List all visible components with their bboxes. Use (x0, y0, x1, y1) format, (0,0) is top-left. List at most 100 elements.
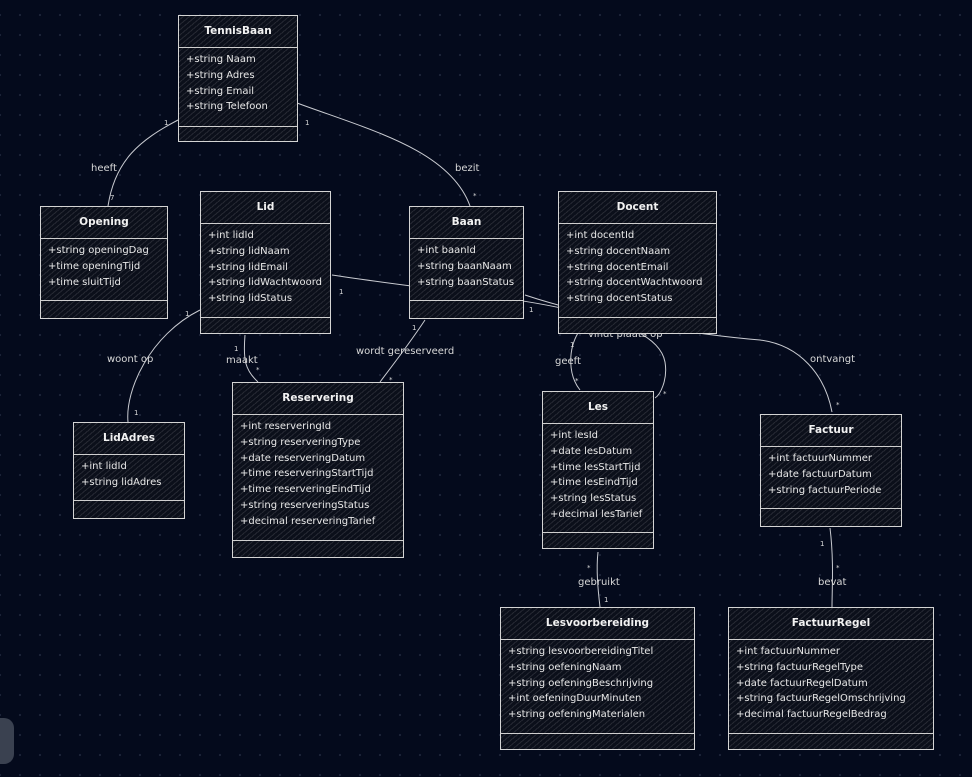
edge-gebruikt-card-from: * (587, 564, 591, 572)
edge-wordt-gereserveerd-label: wordt gereserveerd (356, 346, 454, 357)
attribute: +int lidId (208, 230, 254, 241)
attribute: +string lidEmail (208, 261, 288, 273)
attribute: +string baanStatus (417, 276, 515, 288)
edge-bezit-card-to: * (473, 192, 477, 200)
class-les-title: Les (543, 392, 653, 424)
class-reservering-title: Reservering (233, 383, 403, 415)
edge-ontvangt-label: ontvangt (810, 354, 855, 365)
attribute: +int lidId (81, 461, 127, 472)
class-docent[interactable]: Docent +int docentId +string docentNaam … (558, 191, 717, 334)
attribute: +time lesEindTijd (550, 477, 638, 489)
class-baan[interactable]: Baan +int baanId +string baanNaam +strin… (409, 206, 524, 319)
attribute: +time openingTijd (48, 260, 141, 272)
attribute: +int oefeningDuurMinuten (508, 693, 642, 705)
edge-maakt-card-to: * (256, 366, 260, 374)
attribute: +string docentWachtwoord (566, 277, 703, 289)
attribute: +date factuurRegelDatum (736, 677, 868, 689)
side-panel-handle[interactable] (0, 718, 14, 764)
class-lid-title: Lid (201, 192, 330, 224)
class-lesvoorbereiding[interactable]: Lesvoorbereiding +string lesvoorbereidin… (500, 607, 695, 750)
attribute: +time lesStartTijd (550, 461, 641, 473)
attribute: +string lidStatus (208, 293, 293, 305)
attribute: +string docentEmail (566, 261, 669, 273)
edge-bevat-card-from: 1 (820, 540, 824, 548)
attribute: +string oefeningMaterialen (508, 709, 646, 721)
edge-vindt-plaats-op-card-from: * (663, 390, 667, 398)
class-les[interactable]: Les +int lesId +date lesDatum +time lesS… (542, 391, 654, 549)
edge-geeft-card-to: * (575, 377, 579, 385)
attribute: +string Telefoon (186, 101, 268, 113)
edge-bezit (296, 102, 471, 207)
class-opening-title: Opening (41, 207, 167, 239)
edge-woont-op-label: woont op (107, 354, 153, 365)
attribute: +string lesStatus (550, 493, 637, 505)
attribute: +string factuurRegelType (736, 661, 864, 673)
class-factuur[interactable]: Factuur +int factuurNummer +date factuur… (760, 414, 902, 527)
attribute: +decimal factuurRegelBedrag (736, 709, 887, 721)
attribute: +int docentId (566, 230, 635, 241)
attribute: +int factuurNummer (736, 646, 841, 657)
methods-section (179, 126, 297, 141)
class-factuurregel-title: FactuurRegel (729, 608, 933, 640)
methods-section (729, 733, 933, 749)
attribute: +string lidWachtwoord (208, 277, 322, 289)
class-factuur-title: Factuur (761, 415, 901, 447)
class-lesvoorbereiding-title: Lesvoorbereiding (501, 608, 694, 640)
attribute: +string baanNaam (417, 260, 512, 272)
class-docent-title: Docent (559, 192, 716, 224)
edge-vindt-plaats-op-label: vindt plaats op (588, 329, 663, 340)
attribute: +string reserveringType (240, 436, 361, 448)
edge-wordt-gereserveerd-card-to: * (389, 376, 393, 384)
edge-woont-op-card-from: 1 (185, 310, 189, 318)
attribute: +string Adres (186, 69, 255, 81)
attribute: +date lesDatum (550, 445, 633, 457)
edge-heeft (107, 119, 179, 207)
class-lid[interactable]: Lid +int lidId +string lidNaam +string l… (200, 191, 331, 334)
attribute: +string oefeningBeschrijving (508, 677, 654, 689)
class-tennisbaan[interactable]: TennisBaan +string Naam +string Adres +s… (178, 15, 298, 142)
methods-section (559, 317, 716, 333)
edge-woont-op (127, 309, 201, 423)
edge-geeft-card-from: 1 (570, 341, 574, 349)
class-tennisbaan-title: TennisBaan (179, 16, 297, 48)
edge-bezit-card-from: 1 (305, 119, 309, 127)
edge-ontvangt-card-to: * (836, 401, 840, 409)
attribute: +string openingDag (48, 245, 149, 256)
attribute: +decimal reserveringTarief (240, 515, 376, 527)
edge-woont-op-card-to: 1 (134, 409, 138, 417)
edge-wordt-gereserveerd (379, 319, 426, 383)
attribute: +date factuurDatum (768, 468, 872, 480)
methods-section (201, 317, 330, 333)
attribute: +time reserveringStartTijd (240, 468, 374, 480)
edge-bevat (829, 527, 833, 608)
class-lidadres[interactable]: LidAdres +int lidId +string lidAdres (73, 422, 185, 519)
edge-bevat-label: bevat (818, 577, 847, 588)
methods-section (543, 532, 653, 548)
edge-bevat-card-to: * (836, 564, 840, 572)
attribute: +string lesvoorbereidingTitel (508, 646, 654, 657)
edge-gebruikt (596, 551, 601, 608)
class-baan-title: Baan (410, 207, 523, 239)
class-opening[interactable]: Opening +string openingDag +time opening… (40, 206, 168, 319)
attribute: +string factuurRegelOmschrijving (736, 693, 906, 705)
attribute: +string oefeningNaam (508, 661, 622, 673)
attribute: +string Naam (186, 54, 256, 65)
class-reservering[interactable]: Reservering +int reserveringId +string r… (232, 382, 404, 558)
edge-gebruikt-label: gebruikt (578, 577, 620, 588)
edge-gebruikt-card-to: 1 (604, 596, 608, 604)
edge-vindt-plaats-op-card-to: 1 (339, 288, 343, 296)
edge-wordt-gereserveerd-card-from: 1 (412, 324, 416, 332)
class-factuurregel[interactable]: FactuurRegel +int factuurNummer +string … (728, 607, 934, 750)
edge-geeft (570, 332, 581, 391)
attribute: +int reserveringId (240, 421, 332, 432)
edge-heeft-card-to: 7 (110, 194, 114, 202)
class-lidadres-title: LidAdres (74, 423, 184, 455)
attribute: +int factuurNummer (768, 453, 873, 464)
attribute: +time reserveringEindTijd (240, 484, 371, 496)
attribute: +decimal lesTarief (550, 508, 643, 520)
edge-maakt (243, 334, 259, 383)
edge-ontvangt-card-from: 1 (529, 306, 533, 314)
attribute: +date reserveringDatum (240, 452, 366, 464)
edge-geeft-label: geeft (555, 356, 581, 367)
attribute: +string reserveringStatus (240, 499, 370, 511)
